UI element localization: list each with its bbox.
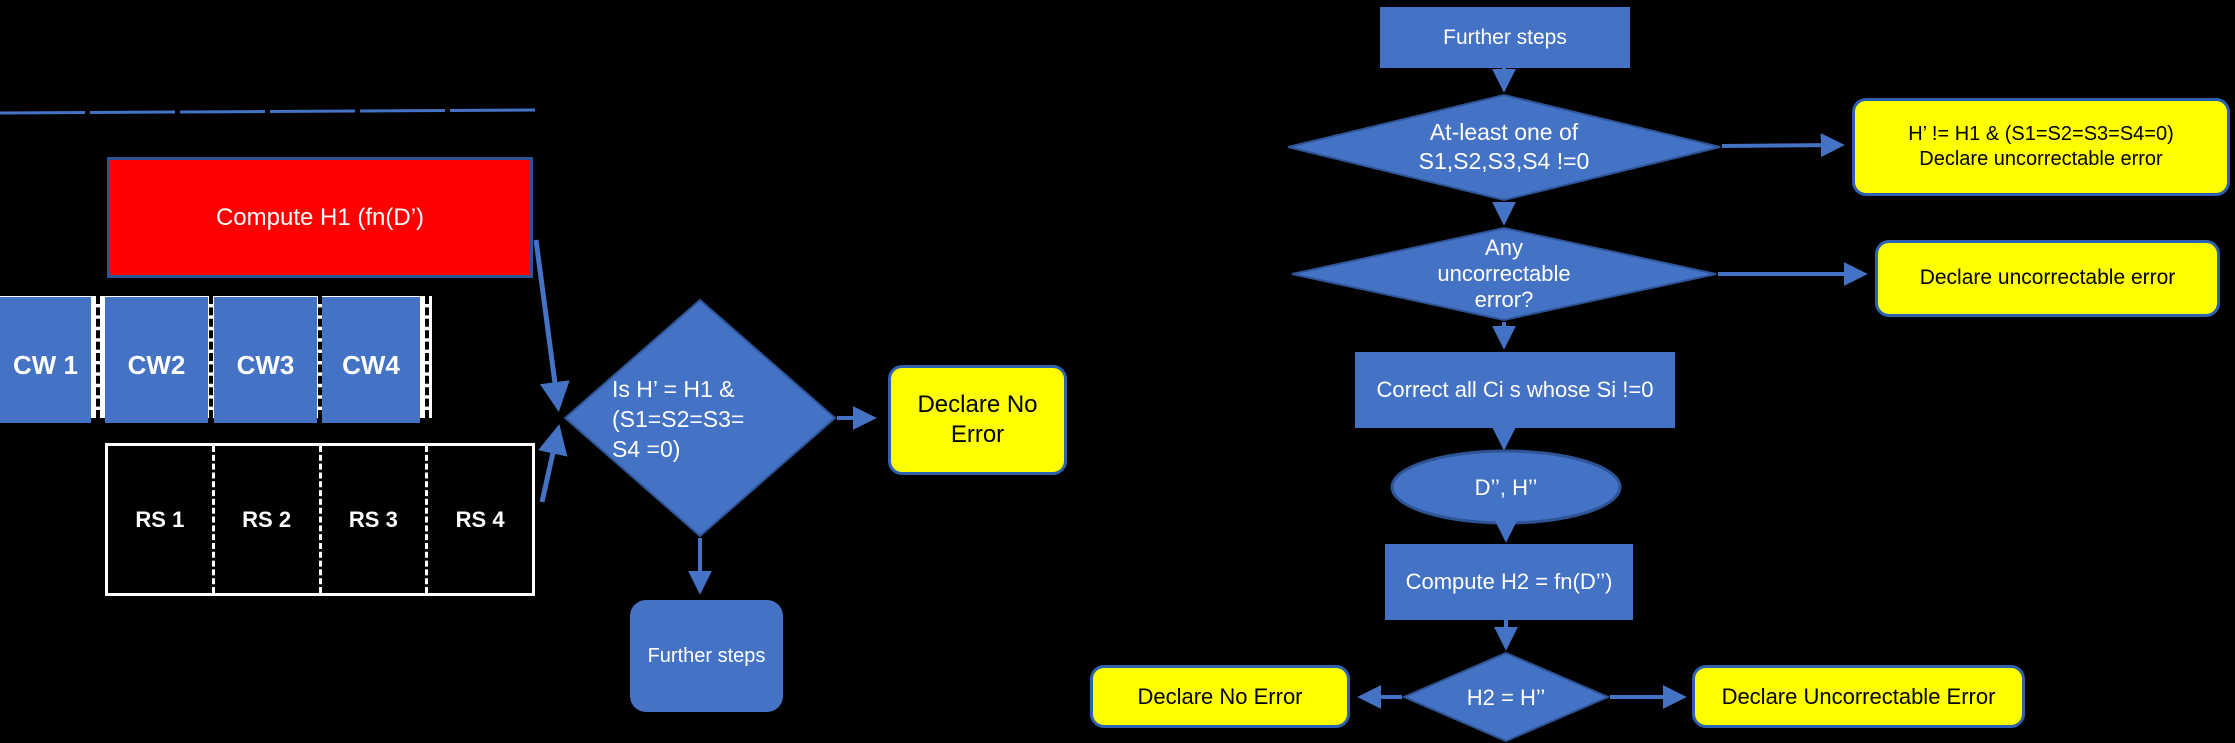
decision1-line1: At-least one of xyxy=(1429,119,1579,146)
rs-cell-1: RS 1 xyxy=(108,446,212,593)
cw-cell-3-label: CW3 xyxy=(236,349,295,380)
further-steps-box-top: Further steps xyxy=(1380,7,1630,68)
decision2-line3: error? xyxy=(1474,286,1534,312)
declare-no-error-box-left: Declare No Error xyxy=(888,365,1067,475)
data-ellipse-label: D’’, H’’ xyxy=(1392,469,1620,507)
rs-cell-2-label: RS 2 xyxy=(242,506,292,532)
correct-step-label: Correct all Ci s whose Si !=0 xyxy=(1376,377,1654,402)
further-steps-box-left: Further steps xyxy=(630,600,783,712)
rs-cell-4-label: RS 4 xyxy=(455,506,505,532)
cw-cell-1-label: CW 1 xyxy=(13,349,78,380)
declare-uncorrectable-bottom-label: Declare Uncorrectable Error xyxy=(1721,683,1996,709)
decision2-diamond-shape xyxy=(1291,226,1717,322)
further-steps-top-label: Further steps xyxy=(1443,25,1567,49)
codeword-row: CW 1 CW2 CW3 CW4 xyxy=(0,296,432,423)
decision2-label: Any uncorrectable error? xyxy=(1364,230,1644,318)
cw-divider-4 xyxy=(425,296,429,418)
declare-no-error-bottom-label: Declare No Error xyxy=(1137,683,1303,709)
outcome2-box: Declare uncorrectable error xyxy=(1875,240,2220,317)
decision1-label: At-least one of S1,S2,S3,S4 !=0 xyxy=(1344,104,1664,190)
compute-h1-label: Compute H1 (fn(D’) xyxy=(215,203,425,231)
decision3-diamond-shape xyxy=(1401,651,1611,743)
cw-cell-3: CW3 xyxy=(214,297,317,423)
cw-cell-2: CW2 xyxy=(105,297,208,423)
cw-cell-2-label: CW2 xyxy=(127,349,186,380)
arrow-decision1-to-outcome1 xyxy=(1721,133,1845,158)
cw-divider-2 xyxy=(209,296,213,418)
declare-no-error-left-line2: Error xyxy=(950,421,1005,448)
decision3-label: H2 = H’’ xyxy=(1420,681,1592,715)
data-ellipse-text: D’’, H’’ xyxy=(1474,475,1538,500)
further-steps-left-label: Further steps xyxy=(647,644,766,667)
decision3-text: H2 = H’’ xyxy=(1466,685,1546,710)
rs-cell-1-label: RS 1 xyxy=(135,506,185,532)
declare-no-error-left-line1: Declare No xyxy=(917,391,1038,418)
compute-h1-box: Compute H1 (fn(D’) xyxy=(107,157,533,278)
rs-row: RS 1 RS 2 RS 3 RS 4 xyxy=(105,443,535,596)
decision-left-line3: S4 =0) xyxy=(612,435,681,462)
decision-left-line1: Is H’ = H1 & xyxy=(612,376,735,403)
outcome1-box: H’ != H1 & (S1=S2=S3=S4=0) Declare uncor… xyxy=(1852,98,2230,196)
arrow-rs-to-decision xyxy=(538,424,568,503)
declare-no-error-box-bottom: Declare No Error xyxy=(1090,665,1350,728)
outcome1-line2: Declare uncorrectable error xyxy=(1919,148,2163,170)
cw-cell-1: CW 1 xyxy=(0,297,91,423)
outcome1-line1: H’ != H1 & (S1=S2=S3=S4=0) xyxy=(1908,123,2174,145)
compute-h2-label: Compute H2 = fn(D’’) xyxy=(1405,569,1613,594)
declare-uncorrectable-box-bottom: Declare Uncorrectable Error xyxy=(1692,665,2025,728)
cw-divider-3 xyxy=(318,296,322,418)
decision-left-line2: (S1=S2=S3= xyxy=(612,406,745,433)
decision1-line2: S1,S2,S3,S4 !=0 xyxy=(1418,148,1590,174)
top-left-blue-line xyxy=(0,108,536,115)
arrow-compute-h1-to-decision xyxy=(533,239,570,412)
rs-cell-2: RS 2 xyxy=(211,446,319,593)
cw-cell-4-label: CW4 xyxy=(342,349,400,380)
correct-step-box: Correct all Ci s whose Si !=0 xyxy=(1355,352,1675,428)
outcome2-label: Declare uncorrectable error xyxy=(1919,266,2176,290)
rs-cell-3: RS 3 xyxy=(318,446,426,593)
decision-left-label: Is H’ = H1 & (S1=S2=S3= S4 =0) xyxy=(612,350,797,490)
rs-cell-4: RS 4 xyxy=(425,446,532,593)
decision2-line2: uncorrectable xyxy=(1437,261,1571,287)
decision-left-diamond-shape xyxy=(563,298,837,538)
rs-cell-3-label: RS 3 xyxy=(348,506,398,532)
cw-divider-1 xyxy=(96,296,100,418)
decision2-line1: Any xyxy=(1485,235,1523,261)
compute-h2-box: Compute H2 = fn(D’’) xyxy=(1385,544,1633,620)
cw-cell-4: CW4 xyxy=(322,297,420,423)
decision1-diamond-shape xyxy=(1287,93,1721,202)
